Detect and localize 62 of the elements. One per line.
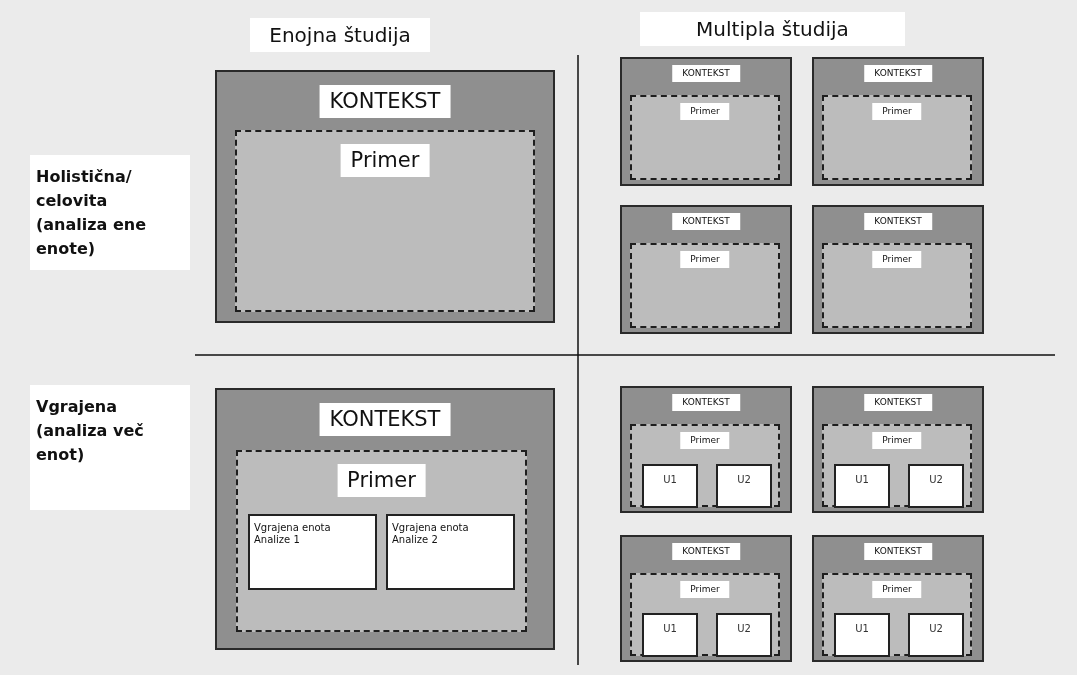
unit-box: [716, 613, 772, 657]
unit-label: U1: [855, 623, 869, 635]
context-label: KONTEKST: [864, 65, 932, 82]
unit-box: [834, 613, 890, 657]
context-box: [812, 57, 984, 186]
unit-label: U1: [855, 474, 869, 486]
case-box: [822, 243, 972, 328]
unit-label: U2: [737, 623, 751, 635]
column-heading: Enojna študija: [250, 18, 430, 52]
unit-label: U1: [663, 623, 677, 635]
case-label: Primer: [337, 464, 426, 498]
context-label: KONTEKST: [672, 543, 740, 560]
case-box: [822, 95, 972, 180]
case-box: [822, 573, 972, 656]
case-box: [630, 95, 780, 180]
row-heading: Vgrajena (analiza več enot): [30, 385, 190, 510]
context-label: KONTEKST: [864, 394, 932, 411]
unit-box: [716, 464, 772, 508]
context-label: KONTEKST: [672, 394, 740, 411]
unit-box: [642, 464, 698, 508]
unit-box: [642, 613, 698, 657]
context-label: KONTEKST: [864, 213, 932, 230]
case-box: [630, 243, 780, 328]
context-box: [215, 70, 555, 323]
unit-box: [834, 464, 890, 508]
case-box: [235, 130, 535, 312]
case-box: [630, 424, 780, 507]
case-label: Primer: [872, 581, 922, 598]
context-box: [215, 388, 555, 650]
case-box: [630, 573, 780, 656]
context-box: [620, 57, 792, 186]
context-label: KONTEKST: [319, 85, 451, 119]
unit-label: U1: [663, 474, 677, 486]
context-box: [812, 535, 984, 662]
unit-label: U2: [737, 474, 751, 486]
case-label: Primer: [872, 103, 922, 120]
context-label: KONTEKST: [319, 403, 451, 437]
case-box: [822, 424, 972, 507]
unit-label: U2: [929, 623, 943, 635]
column-heading: Multipla študija: [640, 12, 905, 46]
context-box: [620, 535, 792, 662]
unit-box: [248, 514, 377, 590]
context-box: [620, 386, 792, 513]
context-box: [812, 386, 984, 513]
case-box: [236, 450, 527, 632]
case-label: Primer: [680, 432, 730, 449]
case-label: Primer: [872, 251, 922, 268]
context-box: [620, 205, 792, 334]
context-label: KONTEKST: [672, 65, 740, 82]
context-label: KONTEKST: [672, 213, 740, 230]
case-label: Primer: [340, 144, 430, 178]
case-label: Primer: [680, 251, 730, 268]
unit-box: [908, 464, 964, 508]
context-box: [812, 205, 984, 334]
unit-box: [386, 514, 515, 590]
case-label: Primer: [872, 432, 922, 449]
unit-label: U2: [929, 474, 943, 486]
case-label: Primer: [680, 103, 730, 120]
unit-box: [908, 613, 964, 657]
case-label: Primer: [680, 581, 730, 598]
context-label: KONTEKST: [864, 543, 932, 560]
row-heading: Holistična/ celovita (analiza ene enote): [30, 155, 190, 270]
